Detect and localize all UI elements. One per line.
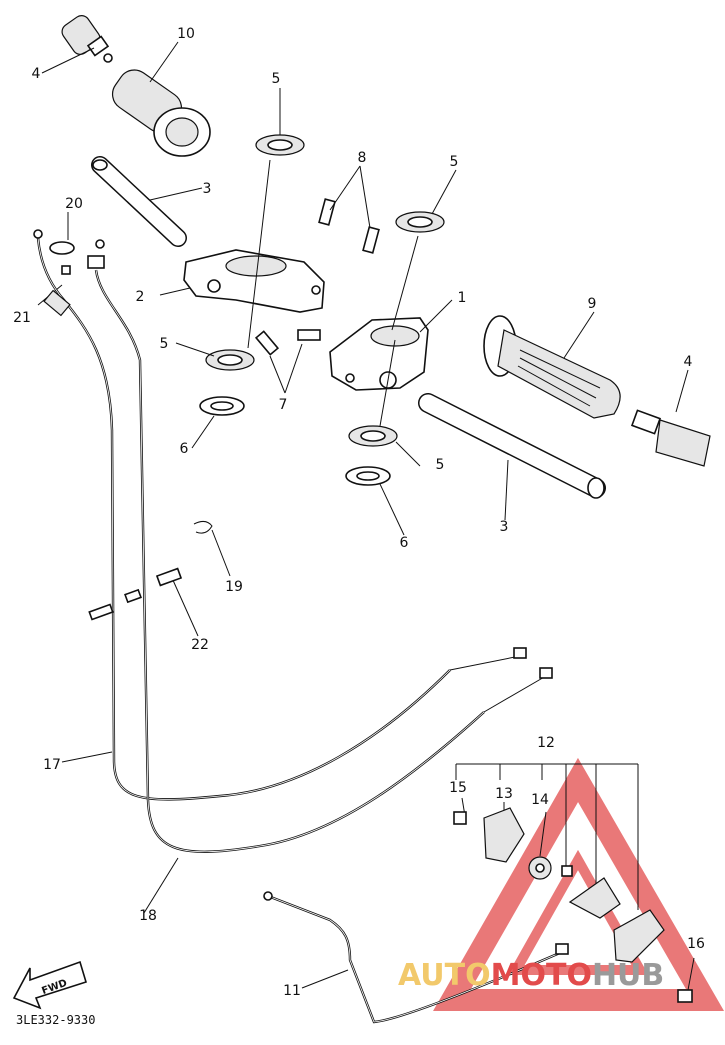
leader-lines: [37, 41, 695, 991]
grip-right: [483, 315, 621, 419]
callout-13: 13: [495, 786, 513, 802]
callout-12: 12: [537, 735, 555, 751]
callout-7: 7: [279, 397, 288, 413]
grip-end-left: [61, 15, 113, 63]
callout-2: 2: [136, 289, 145, 305]
catalog-code: 3LE332-9330: [16, 1013, 95, 1027]
throttle-grip: [111, 69, 211, 157]
callout-8: 8: [358, 150, 367, 166]
callout-10: 10: [177, 26, 195, 42]
bolts: [254, 198, 380, 356]
callout-21: 21: [13, 310, 31, 326]
callout-15: 15: [449, 780, 467, 796]
callout-19: 19: [225, 579, 243, 595]
callout-5: 5: [272, 71, 281, 87]
callout-5: 5: [450, 154, 459, 170]
clips-and-clamps: [49, 241, 213, 621]
pulley-assembly: [453, 807, 693, 1003]
callout-3: 3: [203, 181, 212, 197]
handlebar-holder-right: [329, 317, 429, 391]
callout-14: 14: [531, 792, 549, 808]
handlebar-left: [91, 156, 187, 247]
lower-cable: [263, 891, 569, 1024]
handlebar-right: [418, 393, 606, 499]
callout-18: 18: [139, 908, 157, 924]
fwd-arrow: FWD: [12, 960, 87, 1010]
callout-20: 20: [65, 196, 83, 212]
callout-4: 4: [32, 66, 41, 82]
callout-9: 9: [588, 296, 597, 312]
callout-11: 11: [283, 983, 301, 999]
watermark-label: AUTOMOTOHUB: [398, 958, 664, 993]
handlebar-holder-left: [183, 249, 325, 313]
callout-4: 4: [684, 354, 693, 370]
callout-17: 17: [43, 757, 61, 773]
dampers-and-washers: [199, 134, 445, 486]
callout-3: 3: [500, 519, 509, 535]
callout-6: 6: [400, 535, 409, 551]
watermark-logo: [433, 757, 725, 1011]
callout-16: 16: [687, 936, 705, 952]
callout-1: 1: [458, 290, 467, 306]
throttle-cables: [33, 229, 553, 853]
watermark-text: AUTOMOTOHUB: [398, 958, 664, 993]
grip-end-right: [630, 409, 711, 467]
callout-22: 22: [191, 637, 209, 653]
callout-6: 6: [180, 441, 189, 457]
callout-5: 5: [436, 457, 445, 473]
callout-5: 5: [160, 336, 169, 352]
